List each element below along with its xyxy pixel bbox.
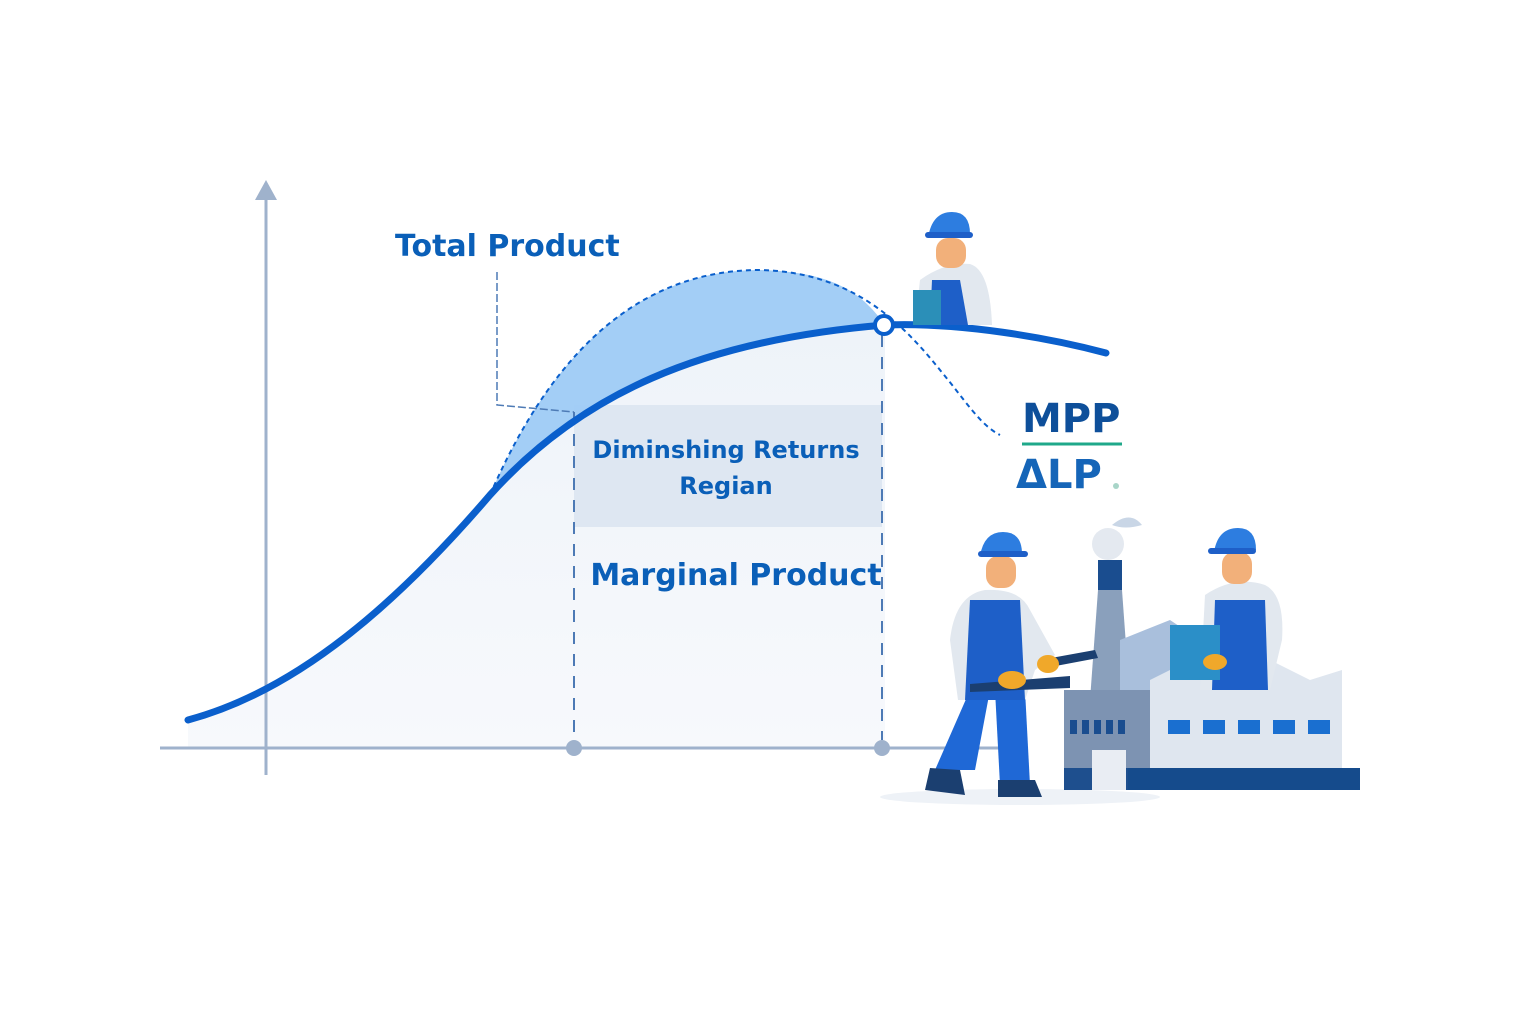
region-label-line1: Diminshing Returns	[592, 436, 859, 464]
worker-with-clipboard-icon	[913, 212, 992, 325]
total-product-curve	[184, 321, 1110, 724]
hump-fill	[490, 270, 885, 495]
x-axis-marker	[874, 740, 890, 756]
dot	[1113, 483, 1119, 489]
inflection-point	[873, 314, 895, 336]
total-product-leader	[496, 272, 575, 413]
y-axis-arrow-icon	[255, 180, 277, 200]
mpp-label: MPP	[1022, 396, 1120, 442]
area-under-curve	[188, 325, 885, 748]
worker-with-box-icon	[1170, 528, 1283, 690]
worker-with-wrench-icon	[925, 532, 1098, 797]
dashed-average-curve	[489, 268, 1001, 496]
marginal-product-label: Marginal Product	[590, 558, 881, 593]
diminishing-returns-region	[574, 405, 882, 527]
alp-label: ΔLP	[1016, 452, 1102, 498]
total-product-label: Total Product	[395, 229, 620, 264]
factory-icon	[1064, 517, 1360, 790]
x-axis-marker	[566, 740, 582, 756]
region-label-line2: Regian	[679, 472, 772, 500]
